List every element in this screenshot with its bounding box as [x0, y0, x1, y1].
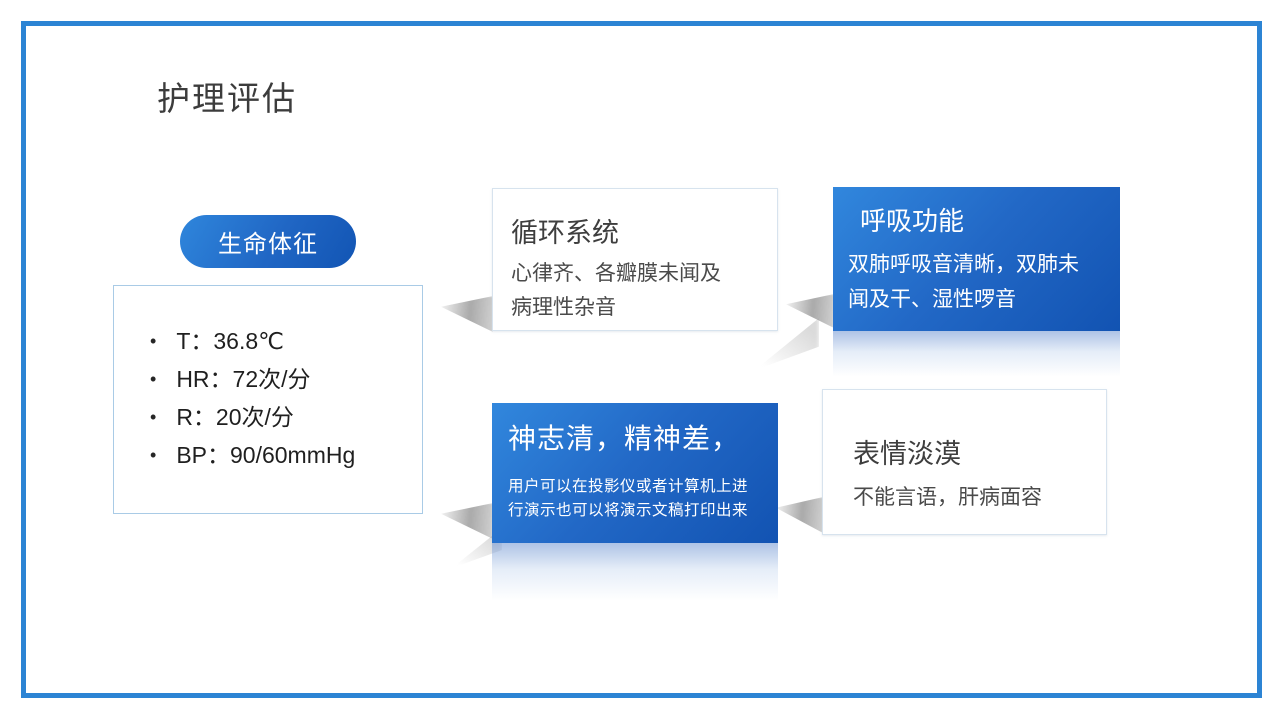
vital-item-heart-rate: • HR：72次/分: [150, 368, 422, 391]
slide-title: 护理评估: [157, 80, 297, 117]
vital-item-temperature: • T：36.8℃: [150, 330, 422, 353]
card-respiratory-title: 呼吸功能: [860, 206, 965, 236]
shadow-wing: [786, 294, 834, 328]
vital-item-text: HR：72次/分: [176, 366, 311, 392]
shadow-wing: [776, 497, 823, 533]
vital-item-text: T：36.8℃: [176, 328, 284, 354]
card-reflection: [492, 543, 778, 601]
bullet-icon: •: [150, 445, 157, 465]
bullet-icon: •: [150, 331, 157, 351]
card-consciousness-body: 用户可以在投影仪或者计算机上进行演示也可以将演示文稿打印出来: [508, 478, 749, 519]
card-respiratory-body: 双肺呼吸音清晰，双肺未闻及干、湿性啰音: [848, 253, 1079, 311]
vital-item-text: R：20次/分: [176, 404, 294, 430]
card-circulation-title: 循环系统: [511, 218, 619, 248]
vital-item-text: BP：90/60mmHg: [176, 442, 356, 468]
vital-item-respiration: • R：20次/分: [150, 406, 422, 429]
bullet-icon: •: [150, 407, 157, 427]
vital-signs-pill: 生命体征: [180, 215, 356, 268]
card-consciousness: 神志清，精神差， 用户可以在投影仪或者计算机上进行演示也可以将演示文稿打印出来: [492, 403, 778, 543]
vital-signs-pill-label: 生命体征: [218, 231, 318, 258]
card-consciousness-title: 神志清，精神差，: [508, 423, 741, 454]
card-reflection: [833, 331, 1120, 377]
card-expression-title: 表情淡漠: [853, 439, 961, 469]
card-respiratory: 呼吸功能 双肺呼吸音清晰，双肺未闻及干、湿性啰音: [833, 187, 1120, 331]
card-circulation-body: 心律齐、各瓣膜未闻及病理性杂音: [511, 262, 721, 319]
card-circulation: 循环系统 心律齐、各瓣膜未闻及病理性杂音: [492, 188, 778, 331]
shadow-wing: [441, 503, 493, 539]
card-expression-body: 不能言语，肝病面容: [853, 486, 1042, 509]
card-expression: 表情淡漠 不能言语，肝病面容: [822, 389, 1107, 535]
bullet-icon: •: [150, 369, 157, 389]
shadow-wing: [441, 296, 493, 332]
vital-signs-list: • T：36.8℃ • HR：72次/分 • R：20次/分 • BP：90/6…: [150, 330, 422, 467]
vital-signs-box: • T：36.8℃ • HR：72次/分 • R：20次/分 • BP：90/6…: [113, 285, 423, 514]
vital-item-blood-pressure: • BP：90/60mmHg: [150, 444, 422, 467]
